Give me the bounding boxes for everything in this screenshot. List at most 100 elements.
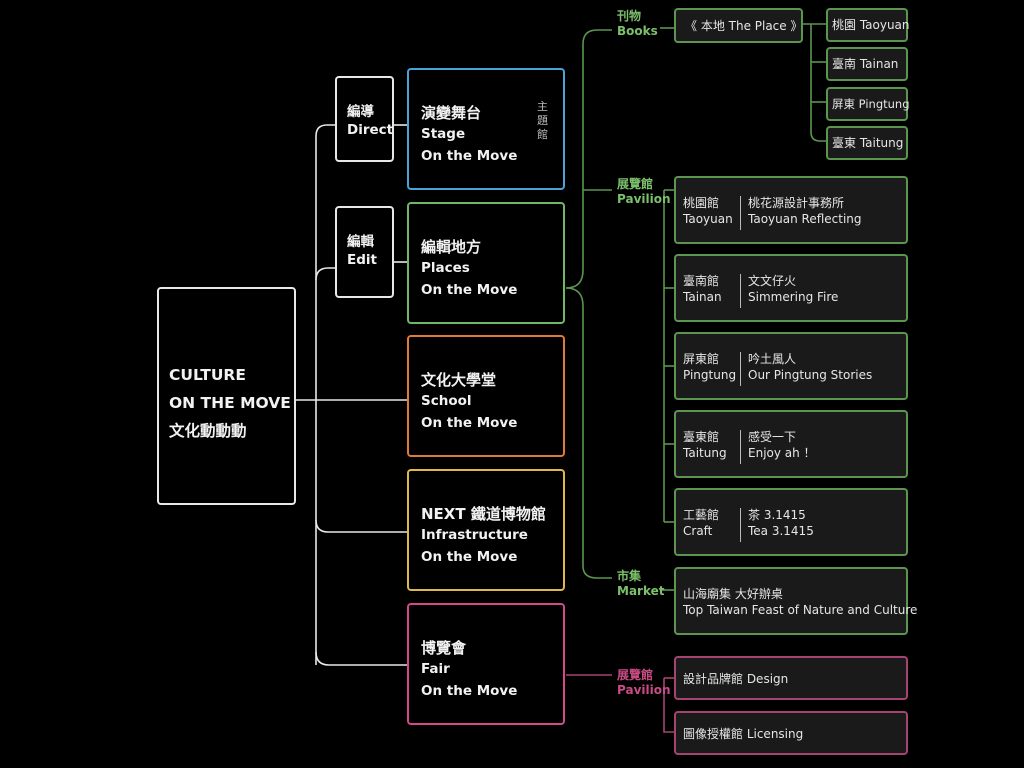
category-books: 刊物 Books: [617, 9, 658, 39]
category-books-zh: 刊物: [617, 9, 642, 23]
pavilion-item: 臺東館 Taitung 感受一下 Enjoy ah ！: [674, 410, 908, 478]
root-title-line1: CULTURE: [169, 366, 246, 384]
root-title-line3: 文化動動動: [169, 422, 247, 440]
divider: [740, 352, 741, 386]
pavilion-name: 文文仔火 Simmering Fire: [748, 273, 838, 305]
pavilion-venue: 工藝館 Craft: [683, 507, 719, 539]
divider: [740, 196, 741, 230]
pavilion-name-en: Taoyuan Reflecting: [748, 212, 862, 226]
theme-places-tag: On the Move: [421, 282, 518, 298]
pavilion-venue-zh: 桃園館: [683, 196, 720, 210]
pavilion-name-zh: 吟土風人: [748, 352, 797, 366]
mode-edit-zh: 編輯: [347, 234, 374, 250]
category-fair-pavilion-en: Pavilion: [617, 683, 671, 697]
pavilion-item: 工藝館 Craft 茶 3.1415 Tea 3.1415: [674, 488, 908, 556]
theme-stage-tag: On the Move: [421, 148, 518, 164]
theme-side-note: 主題館: [537, 100, 548, 141]
pavilion-item: 桃園館 Taoyuan 桃花源設計事務所 Taoyuan Reflecting: [674, 176, 908, 244]
theme-places: 編輯地方 Places On the Move: [407, 202, 565, 324]
theme-school-tag: On the Move: [421, 415, 518, 431]
theme-school-en: School: [421, 393, 472, 409]
mode-edit-en: Edit: [347, 252, 377, 268]
books-title-box: 《 本地 The Place 》: [674, 8, 803, 43]
theme-infrastructure-tag: On the Move: [421, 549, 518, 565]
pavilion-name-en: Simmering Fire: [748, 290, 839, 304]
books-edition: 臺南 Tainan: [826, 47, 908, 81]
theme-fair-tag: On the Move: [421, 683, 518, 699]
theme-places-title: 編輯地方: [421, 238, 482, 256]
category-pavilion: 展覽館 Pavilion: [617, 177, 671, 207]
pavilion-name-en: Our Pingtung Stories: [748, 368, 873, 382]
pavilion-name: 茶 3.1415 Tea 3.1415: [748, 507, 814, 539]
pavilion-venue-zh: 臺東館: [683, 430, 720, 444]
books-edition: 屏東 Pingtung: [826, 87, 910, 121]
market-text: 山海廟集 大好辦桌 Top Taiwan Feast of Nature and…: [683, 586, 917, 618]
fair-pavilion-label: 圖像授權館 Licensing: [683, 727, 804, 741]
books-edition-label: 屏東 Pingtung: [832, 97, 910, 111]
theme-stage-en: Stage: [421, 126, 466, 142]
market-line1: 山海廟集 大好辦桌: [683, 587, 783, 601]
category-books-en: Books: [617, 24, 658, 38]
category-pavilion-en: Pavilion: [617, 192, 671, 206]
category-market: 市集 Market: [617, 569, 665, 599]
divider: [740, 274, 741, 308]
pavilion-venue-zh: 臺南館: [683, 274, 720, 288]
pavilion-name-zh: 茶 3.1415: [748, 508, 806, 522]
pavilion-venue-zh: 屏東館: [683, 352, 720, 366]
pavilion-name-zh: 桃花源設計事務所: [748, 196, 845, 210]
theme-infrastructure: NEXT 鐵道博物館 Infrastructure On the Move: [407, 469, 565, 591]
books-edition: 臺東 Taitung: [826, 126, 908, 160]
pavilion-venue: 桃園館 Taoyuan: [683, 195, 733, 227]
market-line2: Top Taiwan Feast of Nature and Culture: [683, 603, 918, 617]
pavilion-venue-en: Taitung: [683, 446, 727, 460]
mode-direct-en: Direct: [347, 122, 394, 138]
mode-edit: 編輯 Edit: [335, 206, 394, 298]
pavilion-venue: 屏東館 Pingtung: [683, 351, 736, 383]
books-edition-label: 臺東 Taitung: [832, 136, 904, 150]
pavilion-name: 吟土風人 Our Pingtung Stories: [748, 351, 872, 383]
theme-fair-title: 博覽會: [421, 639, 467, 657]
pavilion-name: 感受一下 Enjoy ah ！: [748, 429, 816, 461]
pavilion-item: 臺南館 Tainan 文文仔火 Simmering Fire: [674, 254, 908, 322]
pavilion-venue-en: Craft: [683, 524, 713, 538]
pavilion-venue-en: Pingtung: [683, 368, 737, 382]
pavilion-venue: 臺南館 Tainan: [683, 273, 722, 305]
category-fair-pavilion: 展覽館 Pavilion: [617, 668, 671, 698]
theme-stage-title: 演變舞台: [421, 104, 482, 122]
mode-direct-zh: 編導: [347, 104, 374, 120]
mode-direct: 編導 Direct: [335, 76, 394, 162]
books-title: 《 本地 The Place 》: [685, 19, 803, 33]
theme-fair-en: Fair: [421, 661, 450, 677]
root-title-line2: ON THE MOVE: [169, 394, 291, 412]
root-node: CULTURE ON THE MOVE 文化動動動: [157, 287, 296, 505]
category-market-zh: 市集: [617, 569, 642, 583]
pavilion-venue-zh: 工藝館: [683, 508, 720, 522]
theme-infrastructure-en: Infrastructure: [421, 527, 528, 543]
theme-school: 文化大學堂 School On the Move: [407, 335, 565, 457]
pavilion-name-en: Enjoy ah ！: [748, 446, 816, 460]
theme-stage: 演變舞台 Stage On the Move 主題館: [407, 68, 565, 190]
books-edition-label: 臺南 Tainan: [832, 57, 899, 71]
category-pavilion-zh: 展覽館: [617, 177, 654, 191]
category-fair-pavilion-zh: 展覽館: [617, 668, 654, 682]
pavilion-venue-en: Tainan: [683, 290, 722, 304]
theme-places-en: Places: [421, 260, 470, 276]
theme-fair: 博覽會 Fair On the Move: [407, 603, 565, 725]
market-item: 山海廟集 大好辦桌 Top Taiwan Feast of Nature and…: [674, 567, 917, 635]
fair-pavilion-item: 設計品牌館 Design: [674, 656, 908, 700]
divider: [740, 430, 741, 464]
books-edition: 桃園 Taoyuan: [826, 8, 910, 42]
divider: [740, 508, 741, 542]
pavilion-name: 桃花源設計事務所 Taoyuan Reflecting: [748, 195, 862, 227]
fair-pavilion-label: 設計品牌館 Design: [683, 672, 789, 686]
pavilion-venue-en: Taoyuan: [683, 212, 733, 226]
pavilion-name-zh: 感受一下: [748, 430, 797, 444]
books-edition-label: 桃園 Taoyuan: [832, 18, 910, 32]
pavilion-venue: 臺東館 Taitung: [683, 429, 727, 461]
pavilion-name-en: Tea 3.1415: [748, 524, 814, 538]
fair-pavilion-item: 圖像授權館 Licensing: [674, 711, 908, 755]
theme-infrastructure-title: NEXT 鐵道博物館: [421, 505, 546, 523]
pavilion-item: 屏東館 Pingtung 吟土風人 Our Pingtung Stories: [674, 332, 908, 400]
theme-school-title: 文化大學堂: [421, 371, 497, 389]
pavilion-name-zh: 文文仔火: [748, 274, 797, 288]
